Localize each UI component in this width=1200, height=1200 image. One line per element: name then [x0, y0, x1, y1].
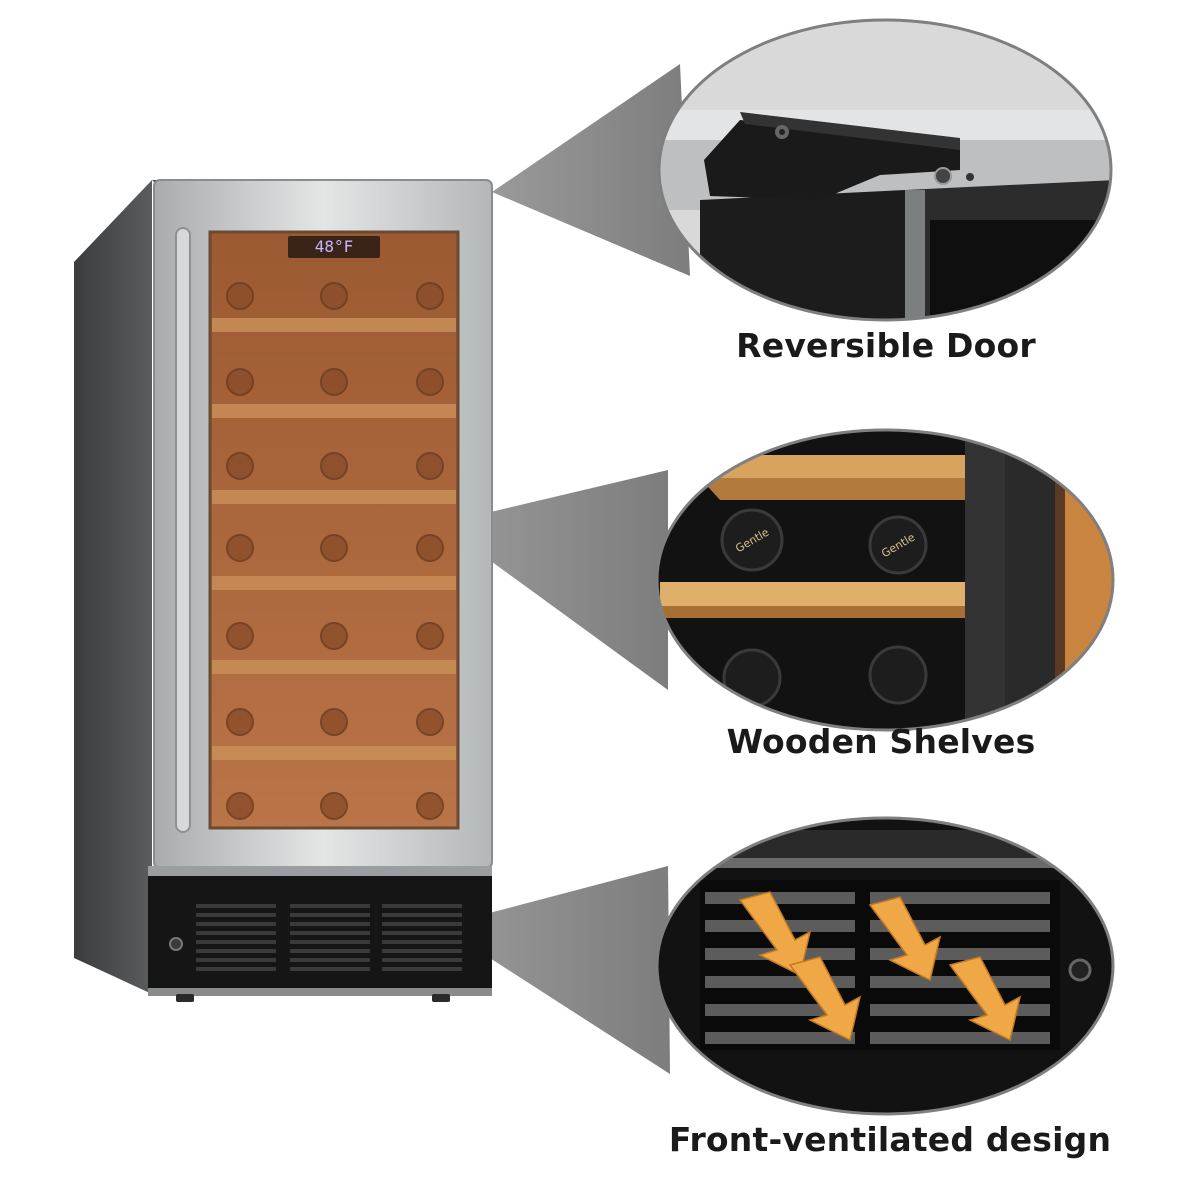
airflow-arrow-icon: [738, 891, 812, 977]
bottle-cap-icon: [416, 452, 444, 480]
wooden-shelf-closeup: Gentle Gentle: [655, 428, 1115, 732]
hinge-pin-icon: [934, 167, 952, 185]
bottle-cap-icon: [226, 622, 254, 650]
vent-slat: [382, 949, 462, 953]
bottle-cap-icon: [226, 452, 254, 480]
fridge-shelf: [212, 490, 456, 504]
vent-slat: [870, 976, 1050, 988]
vent-slat: [196, 949, 276, 953]
airflow-arrow-icon: [788, 956, 862, 1042]
vent-slat: [290, 940, 370, 944]
fridge-shelf: [212, 318, 456, 332]
bottle-cap-icon: [416, 792, 444, 820]
fridge-shelf: [212, 746, 456, 760]
vent-slat: [196, 931, 276, 935]
vent-slat: [196, 904, 276, 908]
fridge-shelf: [212, 404, 456, 418]
callout-beams: [440, 64, 690, 1074]
airflow-arrow-icon: [868, 896, 942, 982]
vent-slat: [705, 892, 855, 904]
vent-slat: [196, 913, 276, 917]
vent-slat: [870, 1004, 1050, 1016]
fridge-vent-grille: [196, 904, 462, 971]
bottle-cap-icon: [320, 368, 348, 396]
airflow-arrow-icon: [948, 956, 1022, 1042]
temperature-readout: 48°F: [314, 237, 354, 256]
temperature-display: [288, 236, 380, 258]
vent-slat: [290, 913, 370, 917]
bottle-cap-icon: [226, 792, 254, 820]
bottle-neck-icon: [868, 515, 928, 575]
vent-slat: [290, 958, 370, 962]
bottle-cap-icon: [320, 282, 348, 310]
door-callout-beam: [492, 64, 690, 276]
vent-slat: [705, 1004, 855, 1016]
fridge-foot: [432, 994, 450, 1002]
fridge-shelves: [212, 318, 456, 760]
feature-caption-reversible-door: Reversible Door: [736, 326, 1036, 365]
vent-slat: [382, 931, 462, 935]
bottle-cap-icon: [226, 368, 254, 396]
airflow-arrow-icons: [738, 891, 1022, 1042]
wine-bottles: [226, 282, 444, 820]
vent-slat: [290, 931, 370, 935]
vent-slat: [382, 940, 462, 944]
feature-caption-front-ventilated: Front-ventilated design: [668, 1120, 1112, 1159]
door-hinge-closeup: [657, 18, 1113, 322]
bottle-cap-icon: [320, 452, 348, 480]
bottle-cap-icon: [320, 708, 348, 736]
bottle-cap-icon: [320, 534, 348, 562]
bottle-neck-icon: [722, 648, 782, 708]
bottle-cap-icon: [416, 282, 444, 310]
base-screw-icon: [169, 937, 183, 951]
bottle-cap-icon: [320, 622, 348, 650]
vent-slat: [382, 904, 462, 908]
bottle-neck-icon: [720, 508, 784, 572]
vent-slat: [870, 1032, 1050, 1044]
vent-slat: [382, 922, 462, 926]
fridge-side-panel: [74, 180, 152, 994]
feature-caption-wooden-shelves: Wooden Shelves: [726, 722, 1036, 761]
fridge-foot: [176, 994, 194, 1002]
bottle-cap-icon: [416, 708, 444, 736]
vent-slat: [705, 1032, 855, 1044]
wine-fridge: [74, 179, 493, 1002]
vent-slat: [290, 922, 370, 926]
vent-slat: [382, 913, 462, 917]
bottle-cap-icon: [416, 534, 444, 562]
vent-screw-icon: [1068, 958, 1092, 982]
bottle-cap-icon: [320, 792, 348, 820]
vent-slat: [290, 904, 370, 908]
vent-slat: [196, 940, 276, 944]
bottle-cap-icon: [226, 534, 254, 562]
bottle-cap-icon: [226, 708, 254, 736]
bottle-cap-icon: [416, 622, 444, 650]
vent-slat: [196, 958, 276, 962]
fridge-shelf: [212, 576, 456, 590]
shelves-callout-beam: [440, 470, 668, 690]
vent-slat: [382, 967, 462, 971]
vent-slat: [382, 958, 462, 962]
vent-slat: [290, 967, 370, 971]
front-vent-closeup: [655, 816, 1115, 1116]
bottle-cap-icon: [226, 282, 254, 310]
vent-slat: [196, 967, 276, 971]
bottle-neck-icon: [868, 645, 928, 705]
vent-slat: [290, 949, 370, 953]
vent-slat: [870, 892, 1050, 904]
bottle-cap-icon: [416, 368, 444, 396]
vent-callout-beam: [440, 866, 670, 1074]
door-handle: [175, 227, 191, 833]
fridge-shelf: [212, 660, 456, 674]
vent-slat: [196, 922, 276, 926]
